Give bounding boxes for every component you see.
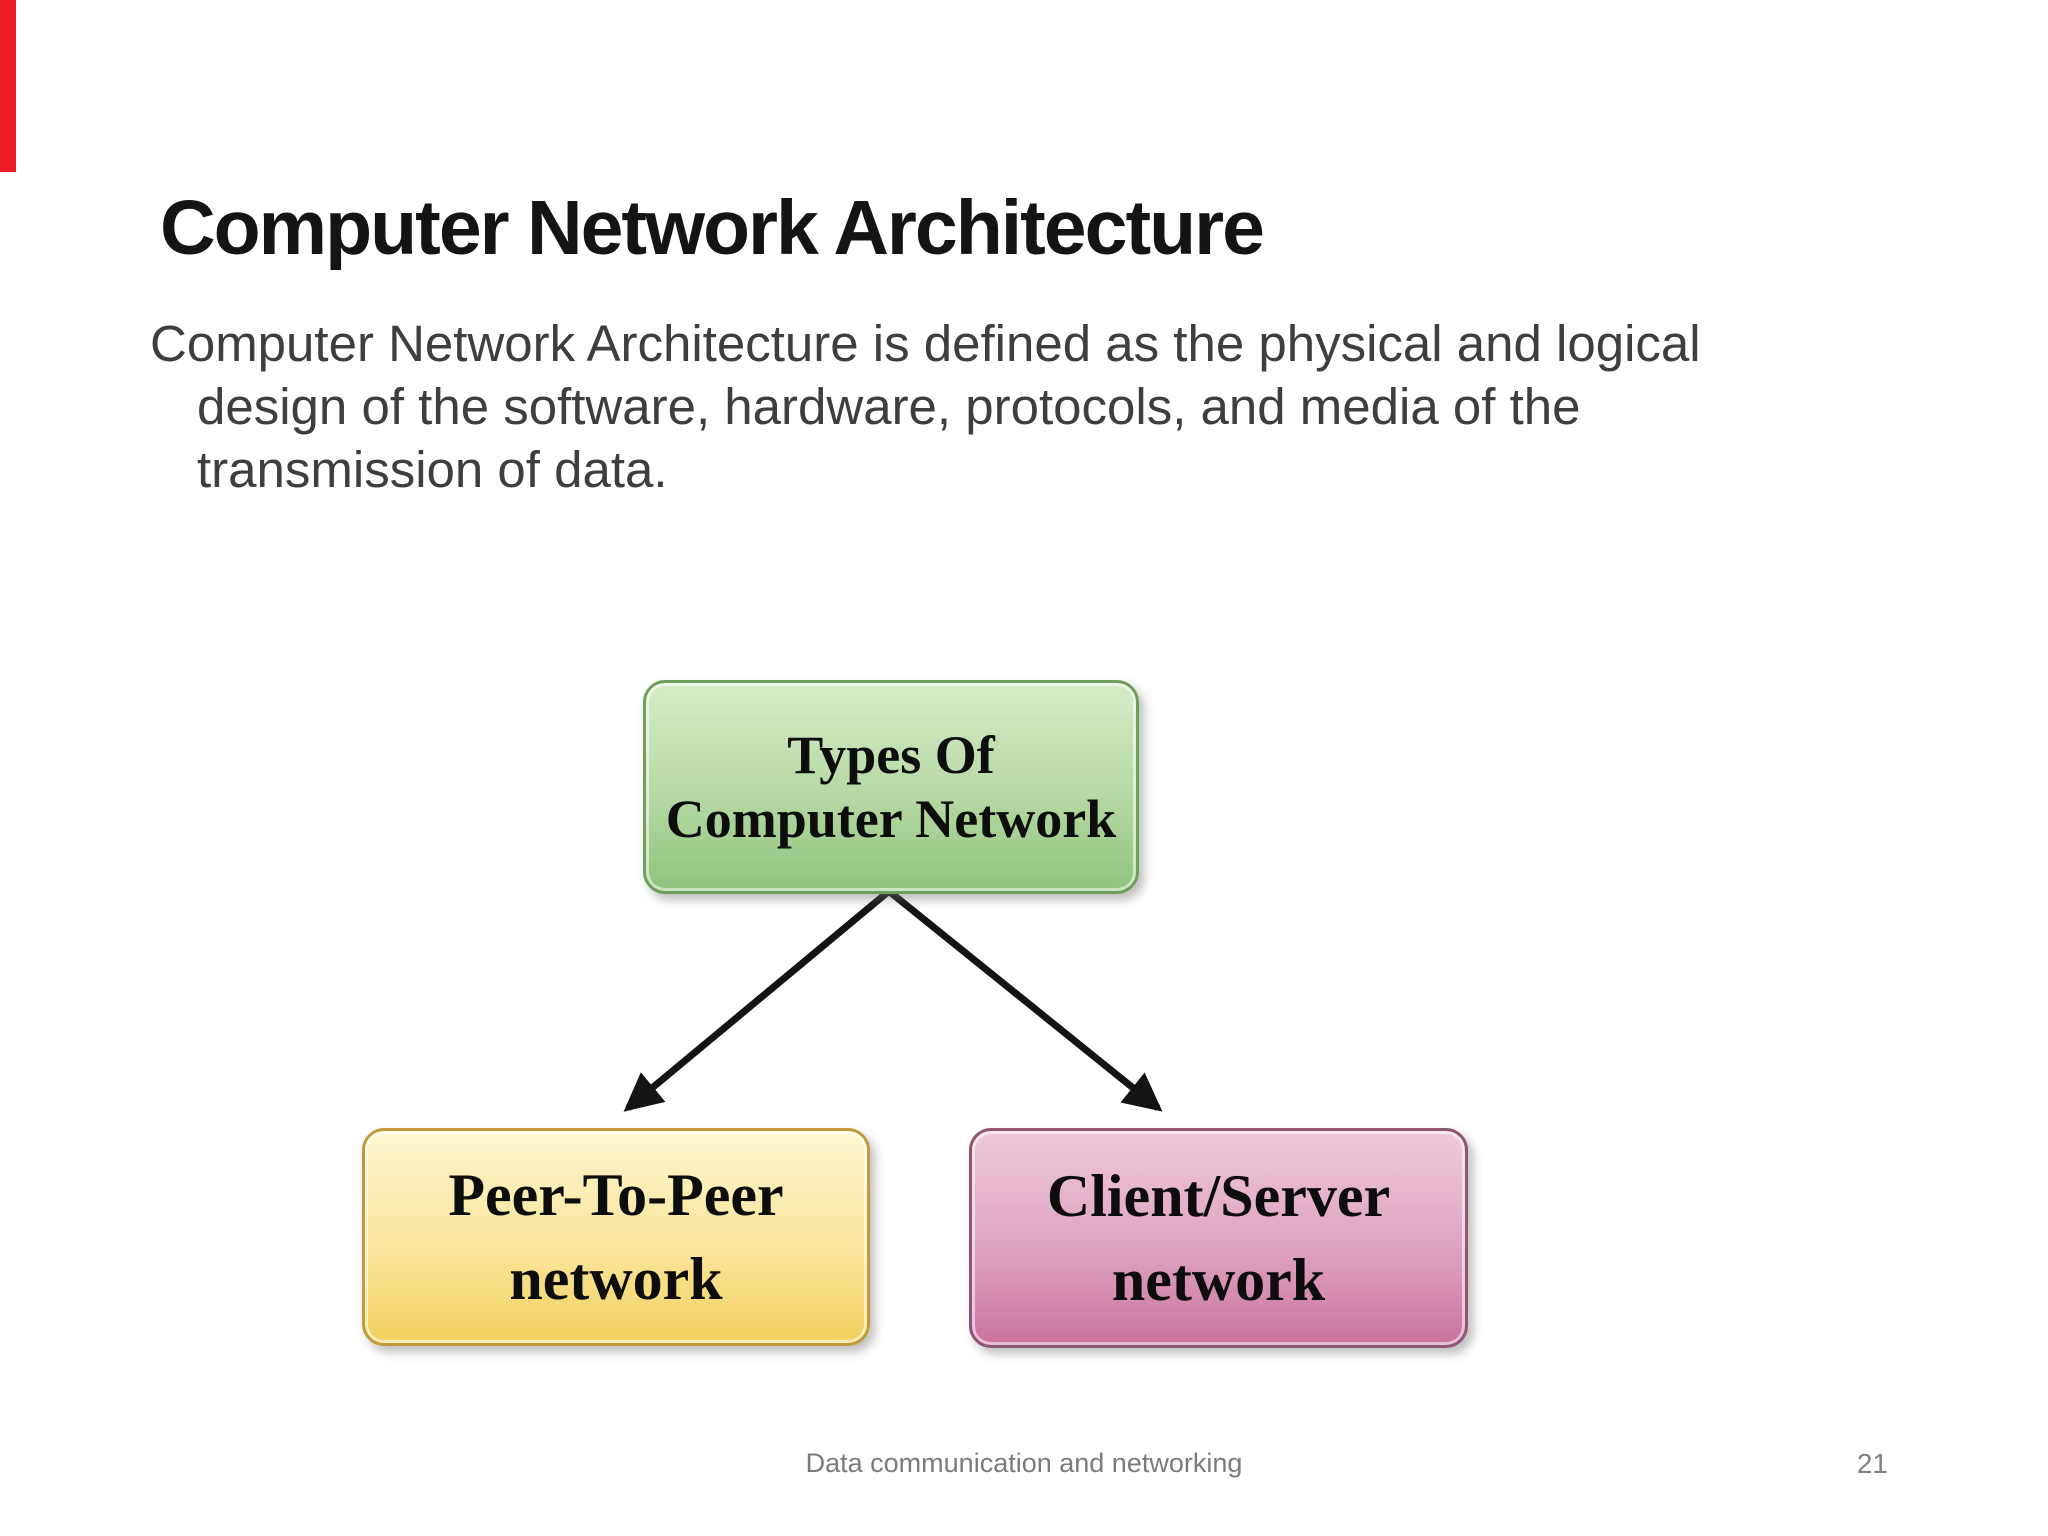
node-label-line: Types Of xyxy=(787,725,995,785)
arrow-left-icon xyxy=(623,889,891,1112)
body-line-2: design of the software, hardware, protoc… xyxy=(197,378,1581,435)
diagram-node-peer-to-peer-network: Peer-To-Peer network xyxy=(362,1128,870,1346)
node-label-line: Client/Server xyxy=(1046,1163,1391,1229)
body-paragraph: Computer Network Architecture is defined… xyxy=(150,312,1701,501)
arrow-right-icon xyxy=(887,889,1163,1112)
page-title: Computer Network Architecture xyxy=(160,185,1265,271)
slide-accent-bar xyxy=(0,0,16,172)
body-line-1: Computer Network Architecture is defined… xyxy=(150,315,1701,372)
diagram-node-client-server-network: Client/Server network xyxy=(969,1128,1468,1348)
node-label-line: Computer Network xyxy=(665,789,1117,849)
footer-text: Data communication and networking xyxy=(805,1448,1243,1478)
node-label-line: network xyxy=(509,1246,723,1312)
body-line-3: transmission of data. xyxy=(197,441,668,498)
node-label-line: Peer-To-Peer xyxy=(448,1162,784,1228)
page-number: 21 xyxy=(1856,1448,1888,1479)
node-label-line: network xyxy=(1111,1247,1326,1313)
diagram-root-node-types-of-computer-network: Types Of Computer Network xyxy=(643,680,1139,894)
